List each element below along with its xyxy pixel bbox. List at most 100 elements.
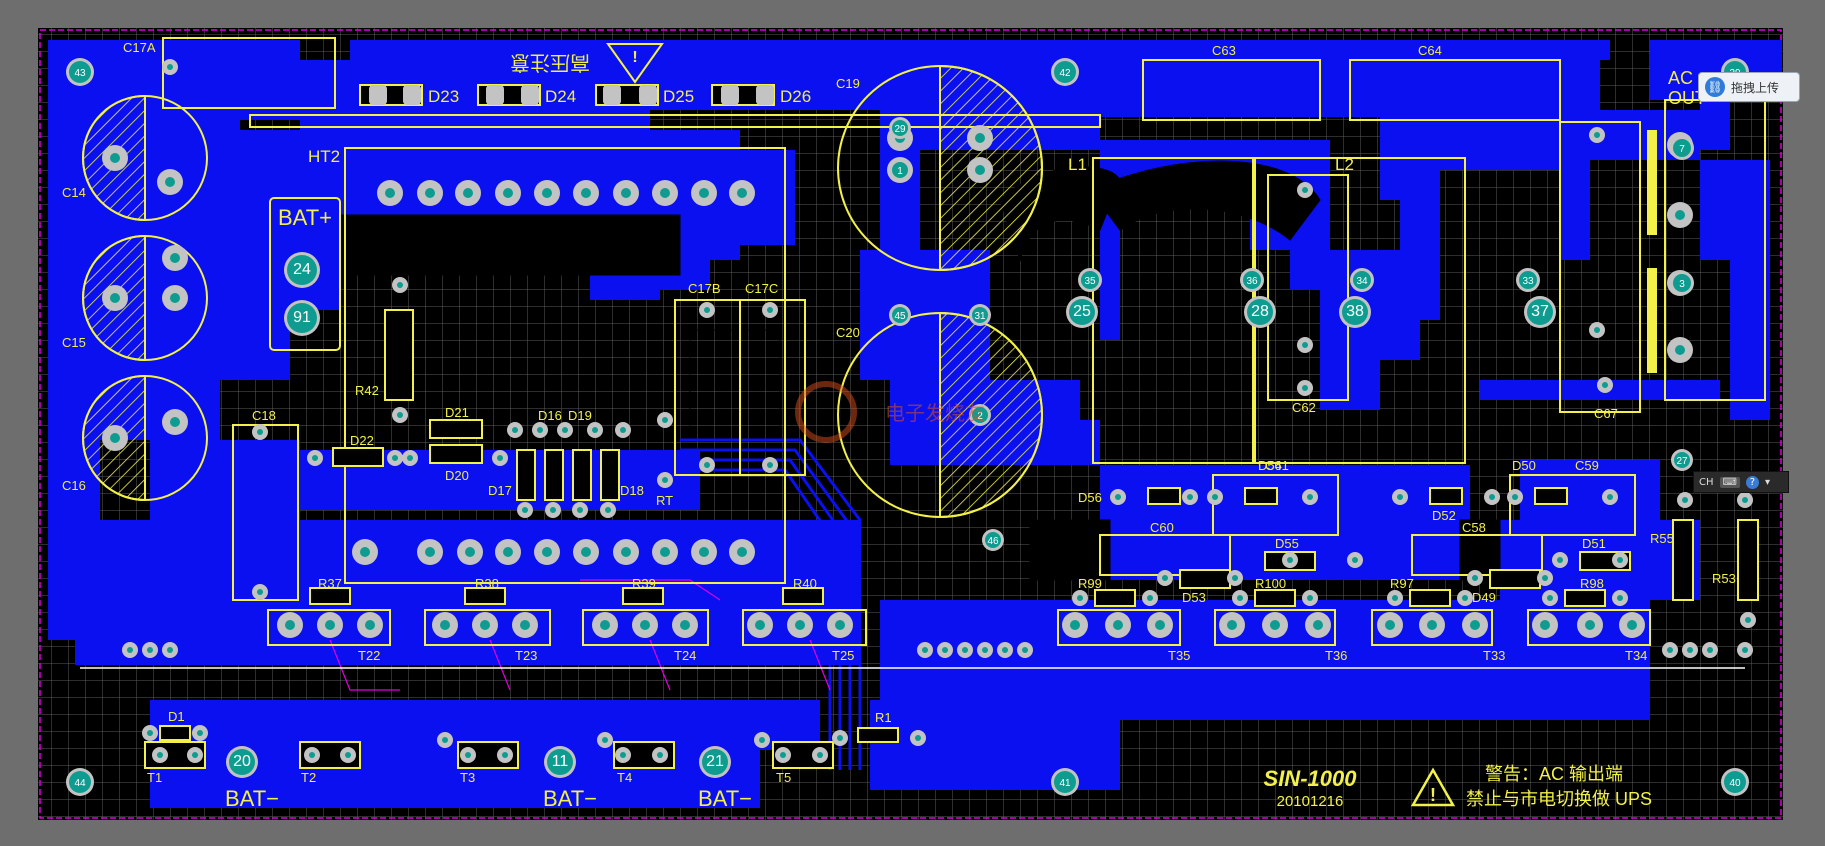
pad — [377, 180, 403, 206]
refdes-label: T36 — [1325, 648, 1347, 663]
numbered-pad: 35 — [1078, 268, 1102, 292]
pad — [613, 539, 639, 565]
refdes-label: D50 — [1512, 458, 1536, 473]
refdes-label: C62 — [1292, 400, 1316, 415]
pad — [1062, 612, 1088, 638]
ac-out-label-2: OUT — [1668, 88, 1706, 108]
small-pad — [517, 502, 533, 518]
pad-number: 20 — [233, 753, 251, 770]
refdes-label: HT2 — [308, 147, 340, 166]
refdes-label: D26 — [780, 87, 811, 106]
square-pad — [721, 85, 739, 105]
refdes-label: C59 — [1575, 458, 1599, 473]
pad-number: 44 — [74, 778, 86, 789]
ime-language-label[interactable]: CH — [1699, 476, 1714, 488]
ime-menu-icon[interactable]: ▾ — [1764, 476, 1770, 488]
refdes-label: C67 — [1594, 406, 1618, 421]
numbered-pad: 41 — [1051, 768, 1079, 796]
ac-out-label-1: AC — [1668, 68, 1693, 88]
small-pad — [762, 302, 778, 318]
small-pad — [1347, 552, 1363, 568]
pad — [317, 612, 343, 638]
numbered-pad: 42 — [1051, 58, 1079, 86]
numbered-pad: 21 — [699, 746, 731, 778]
pad — [352, 539, 378, 565]
pad — [432, 612, 458, 638]
refdes-label: C63 — [1212, 43, 1236, 58]
pad-number: 3 — [1679, 279, 1685, 290]
refdes-label: T34 — [1625, 648, 1647, 663]
small-pad — [1682, 642, 1698, 658]
small-pad — [1542, 590, 1558, 606]
refdes-label: D52 — [1432, 508, 1456, 523]
small-pad — [307, 450, 323, 466]
small-pad — [1182, 489, 1198, 505]
keyboard-icon[interactable]: ⌨ — [1719, 476, 1740, 488]
small-pad — [192, 725, 208, 741]
small-pad — [762, 457, 778, 473]
small-pad — [497, 747, 513, 763]
small-pad — [1467, 570, 1483, 586]
small-pad — [937, 642, 953, 658]
pad-number: 21 — [706, 753, 724, 770]
small-pad — [652, 747, 668, 763]
refdes-label: R39 — [632, 576, 656, 591]
small-pad — [1612, 590, 1628, 606]
small-pad — [1157, 570, 1173, 586]
pad — [1105, 612, 1131, 638]
hv-warning-text: 高压注意 — [510, 51, 590, 74]
small-pad — [1589, 322, 1605, 338]
refdes-label: D1 — [168, 709, 185, 724]
refdes-label: D25 — [663, 87, 694, 106]
small-pad — [615, 747, 631, 763]
refdes-label: D21 — [445, 405, 469, 420]
pad — [1619, 612, 1645, 638]
square-pad — [403, 85, 421, 105]
pad — [827, 612, 853, 638]
drag-upload-button[interactable]: ⛓ 拖拽上传 — [1698, 72, 1800, 102]
refdes-label: C17C — [745, 281, 778, 296]
small-pad — [587, 422, 603, 438]
small-pad — [162, 642, 178, 658]
small-pad — [187, 747, 203, 763]
small-pad — [1227, 570, 1243, 586]
pad — [534, 180, 560, 206]
small-pad — [812, 747, 828, 763]
numbered-pad: 46 — [982, 529, 1004, 551]
small-pad — [402, 450, 418, 466]
pad — [1262, 612, 1288, 638]
pad — [102, 145, 128, 171]
bat-plus-label: BAT+ — [278, 205, 332, 230]
small-pad — [1302, 489, 1318, 505]
ac-warning-triangle-mark: ! — [1430, 785, 1436, 805]
pad — [162, 245, 188, 271]
small-pad — [977, 642, 993, 658]
small-pad — [1017, 642, 1033, 658]
refdes-label: R37 — [318, 576, 342, 591]
refdes-label: D24 — [545, 87, 576, 106]
pad — [417, 180, 443, 206]
bat-minus-label-3: BAT− — [698, 786, 752, 811]
ime-toolbar[interactable]: CH ⌨ ? ▾ — [1693, 471, 1789, 493]
small-pad — [1282, 552, 1298, 568]
small-pad — [1297, 182, 1313, 198]
pad-number: 1 — [897, 166, 903, 177]
small-pad — [142, 725, 158, 741]
refdes-label: T1 — [147, 770, 162, 785]
refdes-label: D17 — [488, 483, 512, 498]
refdes-label: R100 — [1255, 576, 1286, 591]
pad — [102, 285, 128, 311]
small-pad — [460, 747, 476, 763]
numbered-pad: 25 — [1066, 296, 1098, 328]
pad-number: 35 — [1084, 276, 1096, 287]
pad — [1667, 337, 1693, 363]
help-icon[interactable]: ? — [1745, 475, 1759, 489]
refdes-label: D22 — [350, 433, 374, 448]
numbered-pad: 33 — [1516, 268, 1540, 292]
pad — [573, 180, 599, 206]
pad — [162, 409, 188, 435]
small-pad — [340, 747, 356, 763]
refdes-label: R38 — [475, 576, 499, 591]
small-pad — [600, 502, 616, 518]
